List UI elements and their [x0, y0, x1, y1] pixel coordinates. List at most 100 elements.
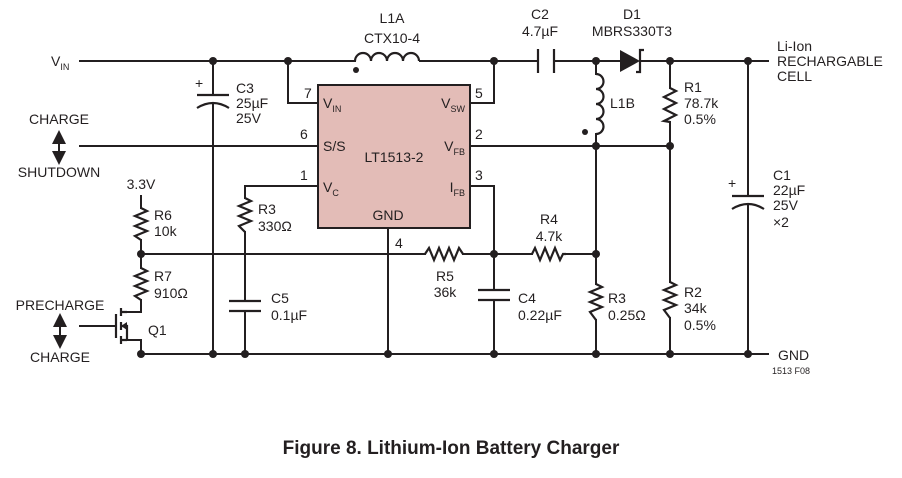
- vsw-pin-wire: [469, 60, 495, 104]
- resistor-r4-symbol: [531, 245, 566, 263]
- pin-vc-label: VC: [323, 179, 339, 198]
- output-label-1: Li-Ion: [777, 38, 812, 54]
- pin-7-number: 7: [304, 85, 312, 101]
- d1-value: MBRS330T3: [592, 23, 672, 39]
- resistor-r2-symbol: [661, 281, 679, 319]
- capacitor-c1-curve: [731, 202, 765, 210]
- r7-q1-wire: [126, 299, 142, 313]
- ic-body: [317, 84, 471, 229]
- r4-ref: R4: [540, 211, 558, 227]
- r7-value: 910Ω: [154, 285, 188, 301]
- pin-1-number: 1: [300, 167, 308, 183]
- capacitor-c3-curve: [196, 101, 230, 109]
- c1-voltage: 25V: [773, 197, 799, 213]
- junction-dot: [490, 250, 498, 258]
- pin-5-number: 5: [475, 85, 483, 101]
- ic-lt1513: LT1513-2 VIN VSW S/S VFB VC IFB GND 7 5 …: [300, 84, 483, 251]
- c2-ref: C2: [531, 6, 549, 22]
- q1-source-wire: [126, 339, 142, 355]
- polarity-dot: [582, 129, 588, 135]
- r2-tolerance: 0.5%: [684, 317, 716, 333]
- output-label-3: CELL: [777, 68, 812, 84]
- c4-ref: C4: [518, 290, 536, 306]
- c1-quantity: ×2: [773, 214, 789, 230]
- c3-voltage: 25V: [236, 110, 262, 126]
- charge-label-top: CHARGE: [29, 111, 89, 127]
- junction-dot: [209, 350, 217, 358]
- pin-ss-label: S/S: [323, 138, 346, 154]
- inductor-l1a: L1A CTX10-4: [353, 10, 420, 73]
- inductor-l1b: L1B: [582, 72, 635, 136]
- junction-dot: [666, 57, 674, 65]
- r3a-ref: R3: [258, 201, 276, 217]
- junction-dot: [666, 350, 674, 358]
- pin-2-number: 2: [475, 126, 483, 142]
- r5-value: 36k: [434, 284, 458, 300]
- figure-caption: Figure 8. Lithium-Ion Battery Charger: [283, 438, 620, 459]
- junction-dot: [241, 350, 249, 358]
- pin-4-number: 4: [395, 235, 403, 251]
- shutdown-label: SHUTDOWN: [18, 164, 100, 180]
- transistor-q1: Q1: [114, 308, 167, 344]
- ic-name: LT1513-2: [365, 149, 424, 165]
- l1a-ref: L1A: [380, 10, 406, 26]
- capacitor-c4-symbol: [478, 288, 510, 302]
- diode-d1-symbol: [620, 50, 640, 72]
- r5-ref: R5: [436, 268, 454, 284]
- r3b-ref: R3: [608, 290, 626, 306]
- c1-value: 22µF: [773, 182, 805, 198]
- v33-label: 3.3V: [127, 176, 156, 192]
- pin-ifb-label: IFB: [450, 179, 465, 198]
- pin-3-number: 3: [475, 167, 483, 183]
- r6-value: 10k: [154, 223, 178, 239]
- junction-dot: [666, 142, 674, 150]
- r6-ref: R6: [154, 207, 172, 223]
- l1b-ref: L1B: [610, 95, 635, 111]
- c5-ref: C5: [271, 290, 289, 306]
- c4-value: 0.22µF: [518, 307, 562, 323]
- r2-ref: R2: [684, 284, 702, 300]
- junctions: [137, 57, 752, 358]
- resistor-r3b-symbol: [587, 283, 605, 321]
- r4-value: 4.7k: [536, 228, 563, 244]
- resistor-r7: R7 910Ω: [132, 267, 188, 301]
- junction-dot: [209, 57, 217, 65]
- polarity-dot: [353, 67, 359, 73]
- junction-dot: [744, 350, 752, 358]
- junction-dot: [490, 350, 498, 358]
- junction-dot: [744, 57, 752, 65]
- resistor-r7-symbol: [132, 267, 150, 301]
- ifb-wire: [469, 185, 495, 291]
- pin-vfb-label: VFB: [444, 138, 465, 157]
- resistor-r3-025: R3 0.25Ω: [587, 283, 646, 323]
- capacitor-c2-symbol: [536, 49, 556, 73]
- gnd-label: GND: [778, 347, 809, 363]
- precharge-label: PRECHARGE: [16, 297, 105, 313]
- c1-ref: C1: [773, 167, 791, 183]
- pin-vin-label: VIN: [323, 95, 341, 114]
- vin-pin-wire: [287, 60, 319, 104]
- q1-arrow: [121, 322, 127, 330]
- r1-value: 78.7k: [684, 95, 719, 111]
- resistor-r5: R5 36k: [424, 245, 464, 300]
- r1-tolerance: 0.5%: [684, 111, 716, 127]
- junction-dot: [384, 350, 392, 358]
- pin-6-number: 6: [300, 126, 308, 142]
- c2-value: 4.7µF: [522, 23, 558, 39]
- output-label-2: RECHARGABLE: [777, 53, 883, 69]
- c5-value: 0.1µF: [271, 307, 307, 323]
- r2-value: 34k: [684, 300, 708, 316]
- vin-label: VIN: [51, 53, 69, 72]
- resistor-r5-symbol: [424, 245, 464, 263]
- junction-dot: [137, 350, 145, 358]
- junction-dot: [592, 142, 600, 150]
- inductor-l1a-symbol: [353, 51, 421, 62]
- capacitor-c5-symbol: [229, 299, 261, 313]
- junction-dot: [592, 350, 600, 358]
- c3-plus: +: [195, 75, 203, 91]
- pin-vsw-label: VSW: [441, 95, 465, 114]
- charge-label-bottom: CHARGE: [30, 349, 90, 365]
- resistor-r3-330: R3 330Ω: [236, 197, 292, 234]
- r3a-value: 330Ω: [258, 218, 292, 234]
- junction-dot: [284, 57, 292, 65]
